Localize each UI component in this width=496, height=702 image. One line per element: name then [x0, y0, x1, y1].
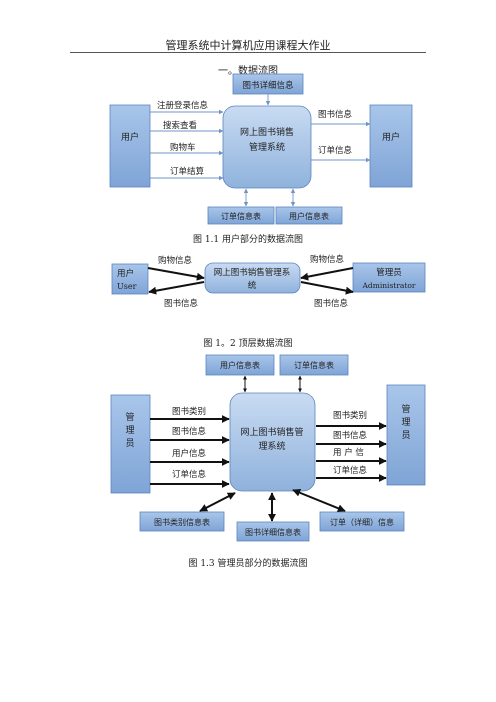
fig1-label-orderinfo: 订单信息	[318, 145, 353, 156]
fig3-out-label-userinfo: 用 户 信	[333, 447, 364, 458]
figure-1-2: 用户 User 网上图书销售管理系 统 管理员 Administrator 购物…	[111, 254, 426, 309]
fig2-arrow-user-in	[147, 267, 205, 281]
fig3-center-line-2: 理系统	[258, 440, 285, 452]
fig3-right-admin-box	[386, 384, 426, 486]
fig3-arrow-orderdetail-table	[292, 488, 346, 513]
fig3-left-admin-box	[110, 394, 151, 494]
fig3-caption: 图 1.3 管理员部分的数据流图	[188, 559, 308, 569]
fig2-arrow-user-out	[148, 281, 205, 295]
fig3-right-admin-label-1: 管	[401, 403, 410, 415]
fig2-user-label-2: User	[117, 282, 137, 291]
fig1-right-user-label: 用户	[382, 131, 400, 143]
fig1-label-register: 注册登录信息	[157, 100, 209, 111]
fig3-order-table-box	[279, 354, 349, 376]
fig3-bookdetail-table-label: 图书详细信息表	[245, 527, 301, 537]
figure-1-1: 图书详细信息 用户 用户 网上图书销售 管理系统 注册登录信息 搜索查看 购物车…	[109, 73, 413, 225]
fig3-arrow-category-table	[199, 492, 236, 512]
fig3-center-line-1: 网上图书销售管	[240, 426, 303, 438]
fig2-user-label-1: 用户	[117, 268, 134, 279]
fig3-out-label-category: 图书类别	[333, 410, 367, 421]
fig2-center-process	[204, 262, 301, 294]
fig3-left-admin-label-2: 理	[125, 425, 134, 436]
section-title: 一。数据流图	[218, 66, 278, 77]
fig3-in-label-userinfo: 用户信息	[172, 448, 207, 459]
fig2-admin-box	[352, 262, 426, 293]
fig1-center-line-2: 管理系统	[249, 141, 285, 153]
fig3-right-admin-label-2: 理	[401, 417, 410, 428]
fig2-arrow-admin-out	[300, 281, 354, 295]
fig2-arrow-admin-in	[300, 267, 354, 281]
fig1-center-line-1: 网上图书销售	[240, 126, 294, 138]
fig2-user-box	[111, 263, 149, 295]
fig1-label-search: 搜索查看	[163, 120, 197, 131]
fig1-center-process	[222, 105, 312, 189]
fig2-admin-label-2: Administrator	[362, 281, 416, 290]
fig3-order-table-label: 订单信息表	[294, 360, 334, 370]
fig3-in-label-category: 图书类别	[172, 406, 206, 417]
fig3-left-admin-label-1: 管	[125, 411, 134, 423]
fig2-label-bottom-left: 图书信息	[164, 298, 199, 309]
fig2-label-top-right: 购物信息	[310, 254, 345, 265]
fig3-orderdetail-table-label: 订单（详细）信息	[330, 517, 394, 527]
fig2-caption: 图 1。2 顶层数据流图	[203, 339, 293, 349]
fig2-label-bottom-right: 图书信息	[314, 298, 349, 309]
fig3-in-label-bookinfo: 图书信息	[172, 426, 207, 437]
fig1-order-table-label: 订单信息表	[221, 211, 261, 221]
fig1-left-user-box	[109, 104, 151, 188]
fig3-left-admin-label-3: 员	[125, 438, 134, 449]
fig1-order-table-box	[207, 206, 275, 225]
fig3-bookdetail-table-box	[236, 521, 310, 542]
fig1-left-user-label: 用户	[121, 131, 139, 143]
fig3-center-process	[229, 392, 316, 492]
fig3-user-table-box	[205, 354, 275, 376]
fig1-caption: 图 1.1 用户部分的数据流图	[192, 235, 304, 245]
fig3-orderdetail-table-box	[319, 511, 405, 532]
fig1-label-checkout: 订单结算	[170, 166, 205, 177]
fig2-admin-label-1: 管理员	[376, 267, 402, 278]
fig1-user-table-label: 用户信息表	[289, 211, 329, 221]
fig3-category-table-label: 图书类别信息表	[154, 517, 210, 527]
fig3-out-label-bookinfo: 图书信息	[333, 430, 368, 441]
fig2-center-line-1: 网上图书销售管理系	[214, 267, 291, 278]
fig1-label-cart: 购物车	[170, 142, 196, 153]
fig3-out-label-orderinfo: 订单信息	[333, 465, 368, 476]
fig1-user-table-box	[275, 206, 343, 225]
fig3-right-admin-label-3: 员	[401, 430, 410, 441]
fig3-in-label-orderinfo: 订单信息	[172, 469, 207, 480]
fig2-label-top-left: 购物信息	[158, 255, 193, 266]
fig1-label-bookinfo: 图书信息	[318, 109, 353, 120]
page-header-title: 管理系统中计算机应用课程大作业	[165, 39, 331, 52]
figure-1-3: 用户信息表 订单信息表 管 理 员 管 理 员 网上图书销售管 理系统 图书类别…	[110, 354, 426, 542]
fig1-top-box-label: 图书详细信息	[242, 80, 294, 91]
fig3-user-table-label: 用户信息表	[220, 360, 260, 370]
header-rule	[70, 52, 426, 53]
fig3-category-table-box	[139, 511, 225, 532]
fig2-center-line-2: 统	[248, 280, 257, 291]
fig1-right-user-box	[369, 104, 413, 188]
